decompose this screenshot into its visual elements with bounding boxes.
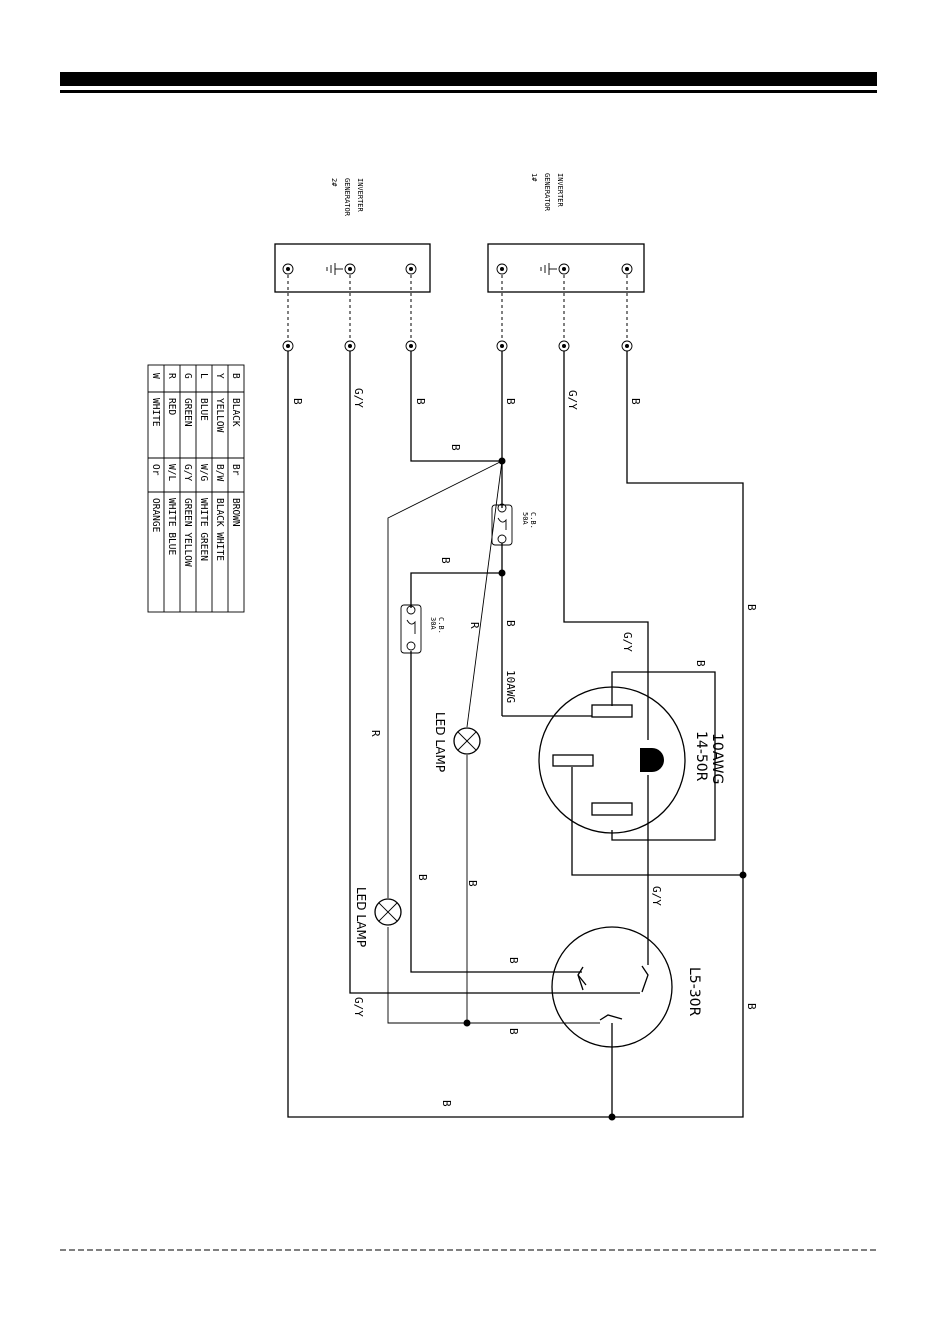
legend-name: BROWN bbox=[230, 498, 241, 527]
wire-label-10awg: 10AWG bbox=[504, 670, 517, 703]
wire-label-b: B bbox=[414, 398, 427, 405]
breaker-50a-rating: 50A bbox=[521, 512, 529, 525]
legend-name: GREEN bbox=[182, 398, 193, 427]
led-lamp-1-label: LED LAMP bbox=[433, 712, 447, 772]
legend-name: YELLOW bbox=[214, 398, 225, 433]
wire-label-b: B bbox=[504, 620, 517, 627]
breaker-30a-label: C.B. bbox=[437, 617, 445, 634]
legend-code: B bbox=[230, 373, 241, 379]
generator-1: INVERTER GENERATOR 1# bbox=[488, 173, 644, 292]
led-lamp-2-label: LED LAMP bbox=[354, 887, 368, 947]
legend-name: ORANGE bbox=[150, 498, 161, 533]
generator-2-label-line2: GENERATOR bbox=[343, 178, 351, 217]
terminal-icon bbox=[497, 264, 632, 274]
legend-code: Y bbox=[214, 373, 225, 379]
breaker-50a-label: C.B. bbox=[529, 512, 537, 529]
wire-label-b: B bbox=[416, 874, 429, 881]
generator-2-label-line3: 2# bbox=[330, 178, 338, 187]
wire-label-b: B bbox=[507, 1028, 520, 1035]
legend-code: W/G bbox=[198, 464, 209, 481]
wire-label-b: B bbox=[629, 398, 642, 405]
wire-label-gy: G/Y bbox=[621, 632, 634, 652]
circuit-breaker-30a: C.B. 30A bbox=[401, 605, 445, 653]
legend-code: L bbox=[198, 373, 209, 379]
legend-code: R bbox=[166, 373, 177, 379]
connector-icon bbox=[283, 341, 632, 351]
color-legend: B BLACK Br BROWN Y YELLOW B/W BLACK WHIT… bbox=[148, 365, 244, 612]
ground-pin-icon bbox=[640, 748, 664, 772]
legend-name: BLUE bbox=[198, 398, 209, 421]
wire-label-b: B bbox=[291, 398, 304, 405]
legend-code: G bbox=[182, 373, 193, 379]
breaker-30a-rating: 30A bbox=[429, 617, 437, 630]
wire-label-gy: G/Y bbox=[352, 388, 365, 408]
header-bar bbox=[60, 72, 877, 86]
generator-leads bbox=[288, 275, 627, 341]
receptacle-14-50r: 14-50R 10AWG bbox=[539, 687, 725, 833]
wire-label-gy: G/Y bbox=[566, 390, 579, 410]
generator-2: INVERTER GENERATOR 2# bbox=[275, 178, 430, 292]
receptacle-14-50r-name: 14-50R bbox=[693, 731, 709, 782]
wire-label-b: B bbox=[745, 604, 758, 611]
wire-label-b: B bbox=[504, 398, 517, 405]
generator-1-label-line2: GENERATOR bbox=[543, 173, 551, 212]
receptacle-14-50r-awg: 10AWG bbox=[709, 733, 725, 784]
wire-label-b: B bbox=[449, 444, 462, 451]
header-rule bbox=[60, 90, 877, 93]
terminal-icon bbox=[283, 264, 416, 274]
wire-label-r: R bbox=[468, 622, 481, 629]
wire-label-b: B bbox=[440, 1100, 453, 1107]
legend-name: WHITE BLUE bbox=[166, 498, 177, 555]
wire-label-b: B bbox=[439, 557, 452, 564]
junction-dots bbox=[464, 458, 747, 1121]
legend-code: Br bbox=[230, 464, 241, 476]
wire-label-r: R bbox=[369, 730, 382, 737]
wire-label-b: B bbox=[694, 660, 707, 667]
legend-code: W bbox=[150, 373, 161, 379]
generator-1-label-line3: 1# bbox=[530, 173, 538, 182]
legend-code: B/W bbox=[214, 464, 225, 481]
legend-name: RED bbox=[166, 398, 177, 415]
wire-label-gy: G/Y bbox=[650, 886, 663, 906]
legend-name: BLACK bbox=[230, 398, 241, 427]
legend-name: WHITE bbox=[150, 398, 161, 427]
wire-label-b: B bbox=[745, 1003, 758, 1010]
legend-name: GREEN YELLOW bbox=[182, 498, 193, 567]
generator-1-label-line1: INVERTER bbox=[556, 173, 564, 208]
led-lamp-2: LED LAMP bbox=[354, 887, 401, 947]
circuit-breaker-50a: C.B. 50A bbox=[492, 504, 537, 545]
legend-code: Or bbox=[150, 464, 161, 476]
legend-name: WHITE GREEN bbox=[198, 498, 209, 561]
receptacle-l5-30r-name: L5-30R bbox=[686, 967, 702, 1017]
legend-name: BLACK WHITE bbox=[214, 498, 225, 561]
ground-symbol-icon bbox=[327, 263, 343, 275]
receptacle-l5-30r: L5-30R bbox=[552, 927, 702, 1047]
generator-2-label-line1: INVERTER bbox=[356, 178, 364, 213]
wire-label-gy: G/Y bbox=[352, 997, 365, 1017]
legend-code: W/L bbox=[166, 464, 177, 481]
wire-label-b: B bbox=[507, 957, 520, 964]
led-lamp-1: LED LAMP bbox=[433, 712, 480, 772]
ground-symbol-icon bbox=[541, 263, 557, 275]
legend-code: G/Y bbox=[182, 464, 193, 481]
wire-label-b: B bbox=[466, 880, 479, 887]
